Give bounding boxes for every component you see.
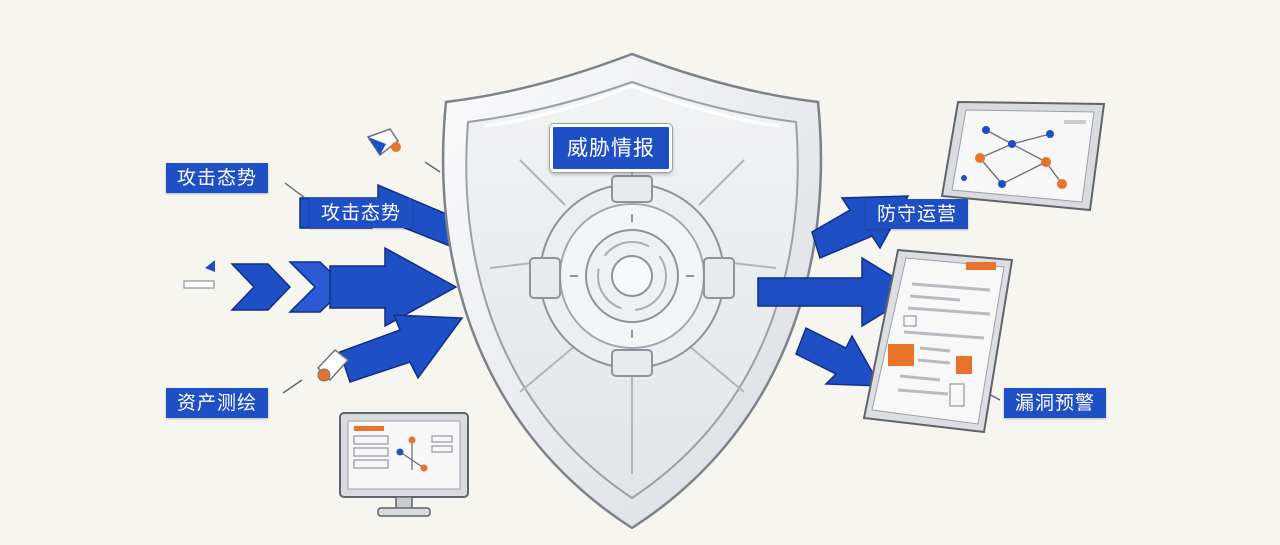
document-report — [862, 248, 1014, 434]
floating-cylinder-icon — [316, 348, 350, 382]
incoming-arrow-bottom — [339, 314, 464, 383]
leader-lines — [282, 161, 1001, 401]
monitor-device — [339, 412, 469, 517]
label-asset-mapping: 资产测绘 — [166, 388, 269, 418]
outgoing-arrow-bottom — [795, 326, 882, 387]
tablet-network-graph — [940, 100, 1106, 212]
label-attack-situation-outer: 攻击态势 — [166, 163, 269, 193]
label-threat-intel: 威胁情报 — [550, 124, 672, 172]
arrow-fragment — [205, 260, 215, 272]
arrow-fragment — [183, 280, 215, 289]
floating-cube-icon — [366, 128, 401, 157]
label-defense-operations: 防守运营 — [866, 199, 969, 229]
incoming-arrow-middle — [329, 246, 458, 328]
label-attack-situation-inner: 攻击态势 — [310, 198, 413, 228]
incoming-chevron-1 — [230, 263, 292, 311]
label-vulnerability-alert: 漏洞预警 — [1004, 388, 1107, 418]
shield — [441, 52, 823, 530]
